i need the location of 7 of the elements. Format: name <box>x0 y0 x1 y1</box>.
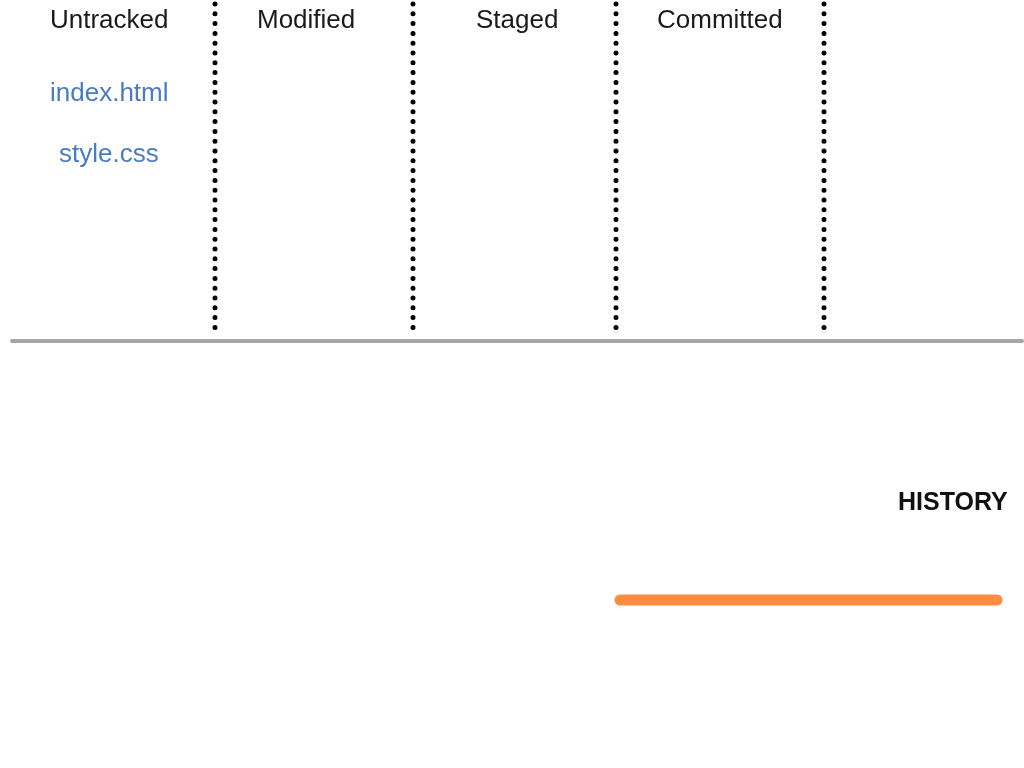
column-heading: Committed <box>657 5 783 35</box>
section-heading: HISTORY <box>898 487 1008 516</box>
column-heading: Modified <box>257 5 356 35</box>
file-name: style.css <box>59 139 159 169</box>
file-name: index.html <box>50 78 169 108</box>
column-heading: Untracked <box>50 5 169 35</box>
column-heading: Staged <box>476 5 559 35</box>
